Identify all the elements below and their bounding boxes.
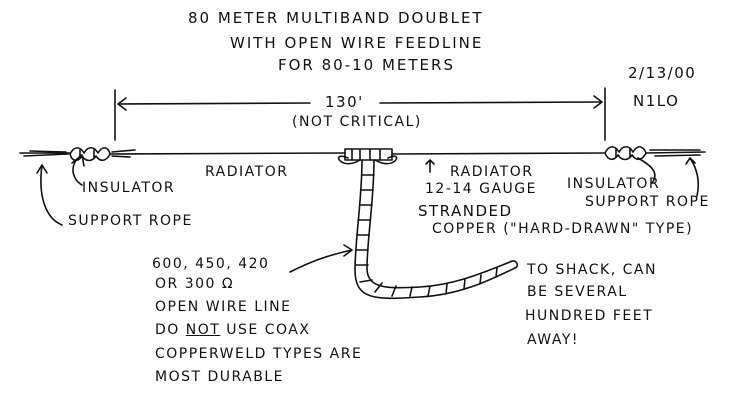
arrow-insulator-right xyxy=(637,157,656,184)
insulator-left xyxy=(69,146,111,162)
arrow-feedline-label xyxy=(289,244,353,273)
title-line-3: FOR 80-10 METERS xyxy=(278,56,455,74)
feedline-warning: DO NOT USE COAX xyxy=(155,322,310,338)
center-insulator xyxy=(337,148,398,165)
support-rope-label-right: SUPPORT ROPE xyxy=(585,194,710,210)
to-shack-line-1: TO SHACK, CAN xyxy=(527,262,657,278)
warning-rest: USE COAX xyxy=(226,322,311,338)
feedline-note-1: COPPERWELD TYPES ARE xyxy=(155,346,363,362)
arrow-insulator-left xyxy=(71,154,85,186)
feedline-impedances: 600, 450, 420 xyxy=(152,256,270,272)
span-dimension xyxy=(114,87,606,141)
open-wire-feedline xyxy=(354,159,518,300)
arrow-support-rope-right xyxy=(685,157,700,197)
arrow-radiator-right xyxy=(425,159,435,173)
warning-not: NOT xyxy=(185,322,221,338)
radiator-label-left: RADIATOR xyxy=(205,164,289,180)
to-shack-line-3: HUNDRED FEET xyxy=(525,308,654,324)
span-length: 130' xyxy=(325,93,364,111)
radiator-wire-left xyxy=(109,149,346,158)
wire-spec-stranded: STRANDED xyxy=(418,202,513,220)
feedline-note-2: MOST DURABLE xyxy=(155,369,285,385)
support-rope-left xyxy=(19,150,71,157)
callsign: N1LO xyxy=(633,92,680,110)
radiator-label-right: RADIATOR xyxy=(450,164,534,180)
feedline-impedance-alt: OR 300 Ω xyxy=(155,276,235,292)
to-shack-line-4: AWAY! xyxy=(527,332,580,348)
radiator-wire-right xyxy=(391,152,606,155)
feedline-type: OPEN WIRE LINE xyxy=(155,299,292,315)
title-line-2: WITH OPEN WIRE FEEDLINE xyxy=(230,34,484,52)
support-rope-label-left: SUPPORT ROPE xyxy=(68,213,193,229)
date: 2/13/00 xyxy=(628,64,697,82)
wire-spec-copper: COPPER ("HARD-DRAWN" TYPE) xyxy=(432,221,694,237)
insulator-label-right: INSULATOR xyxy=(567,176,661,192)
arrow-support-rope-left xyxy=(36,164,63,226)
warning-do: DO xyxy=(155,322,180,338)
to-shack-line-2: BE SEVERAL xyxy=(527,284,628,300)
support-rope-right xyxy=(645,149,706,157)
insulator-right xyxy=(604,145,647,161)
wire-spec-gauge: 12-14 GAUGE xyxy=(425,181,537,197)
insulator-label-left: INSULATOR xyxy=(82,180,176,196)
title-line-1: 80 METER MULTIBAND DOUBLET xyxy=(188,9,484,27)
span-note: (NOT CRITICAL) xyxy=(292,114,422,130)
